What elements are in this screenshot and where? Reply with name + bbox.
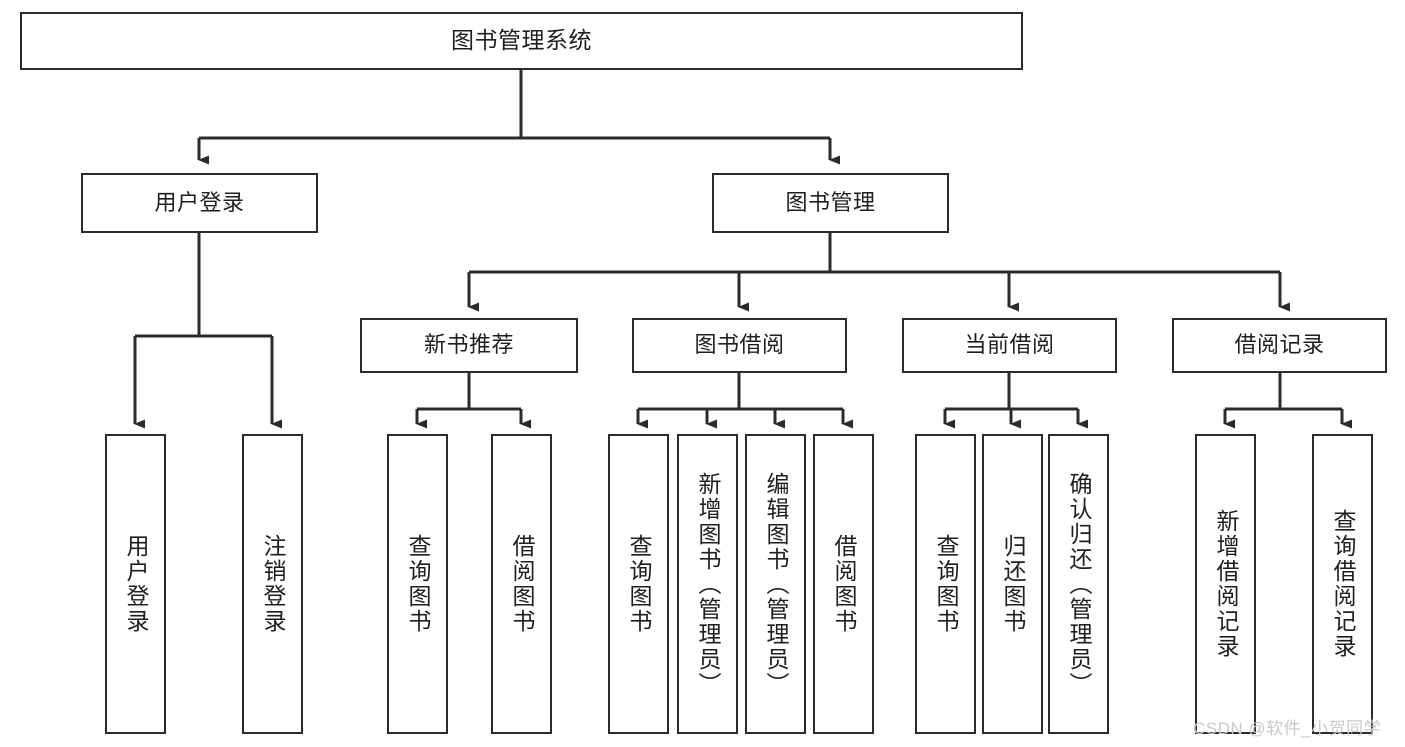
leaf-record-add-record-label: 新增借阅记录 xyxy=(1213,509,1239,659)
leaf-current-query-book-label: 查询图书 xyxy=(933,534,959,634)
leaf-record-add-record[interactable]: 新增借阅记录 xyxy=(1195,434,1256,734)
node-book-borrow[interactable]: 图书借阅 xyxy=(632,318,847,373)
leaf-newbook-borrow-book[interactable]: 借阅图书 xyxy=(491,434,552,734)
leaf-current-query-book[interactable]: 查询图书 xyxy=(915,434,976,734)
leaf-record-query-record-label: 查询借阅记录 xyxy=(1330,509,1356,659)
leaf-current-confirm-return-admin-label: 确认归还（管理员） xyxy=(1066,471,1092,697)
edge-root-to-level1 xyxy=(197,70,840,165)
leaf-borrow-edit-book-admin-label: 编辑图书（管理员） xyxy=(763,471,789,697)
node-root-label: 图书管理系统 xyxy=(451,27,592,54)
leaf-borrow-borrow-book[interactable]: 借阅图书 xyxy=(813,434,874,734)
edge-bookmgmt-to-level2 xyxy=(467,233,1290,312)
edge-newbook-to-leaves xyxy=(415,373,531,429)
leaf-borrow-edit-book-admin[interactable]: 编辑图书（管理员） xyxy=(745,434,806,734)
leaf-borrow-query-book[interactable]: 查询图书 xyxy=(608,434,669,734)
node-book-management[interactable]: 图书管理 xyxy=(712,173,949,233)
edge-login-to-leaves xyxy=(133,233,282,429)
node-borrow-record[interactable]: 借阅记录 xyxy=(1172,318,1387,373)
leaf-record-query-record[interactable]: 查询借阅记录 xyxy=(1312,434,1373,734)
node-borrow-record-label: 借阅记录 xyxy=(1234,332,1325,358)
edge-current-to-leaves xyxy=(943,373,1088,429)
node-new-book-recommend[interactable]: 新书推荐 xyxy=(360,318,578,373)
leaf-user-login[interactable]: 用户登录 xyxy=(105,434,166,734)
leaf-newbook-query-book[interactable]: 查询图书 xyxy=(387,434,448,734)
edge-record-to-leaves xyxy=(1223,373,1352,429)
leaf-current-return-book[interactable]: 归还图书 xyxy=(982,434,1043,734)
node-user-login-label: 用户登录 xyxy=(154,189,245,215)
leaf-newbook-borrow-book-label: 借阅图书 xyxy=(509,534,535,634)
node-user-login[interactable]: 用户登录 xyxy=(81,173,318,233)
leaf-logout-login-label: 注销登录 xyxy=(260,534,286,634)
leaf-borrow-add-book-admin-label: 新增图书（管理员） xyxy=(695,471,721,697)
node-root[interactable]: 图书管理系统 xyxy=(20,12,1023,70)
leaf-newbook-query-book-label: 查询图书 xyxy=(405,534,431,634)
node-new-book-recommend-label: 新书推荐 xyxy=(423,332,514,358)
leaf-borrow-borrow-book-label: 借阅图书 xyxy=(831,534,857,634)
node-current-borrow[interactable]: 当前借阅 xyxy=(902,318,1117,373)
leaf-user-login-label: 用户登录 xyxy=(123,534,149,634)
leaf-current-return-book-label: 归还图书 xyxy=(1000,534,1026,634)
node-book-borrow-label: 图书借阅 xyxy=(694,332,785,358)
edge-borrow-to-leaves xyxy=(636,373,853,429)
leaf-borrow-query-book-label: 查询图书 xyxy=(626,534,652,634)
leaf-borrow-add-book-admin[interactable]: 新增图书（管理员） xyxy=(677,434,738,734)
leaf-logout-login[interactable]: 注销登录 xyxy=(242,434,303,734)
node-current-borrow-label: 当前借阅 xyxy=(964,332,1055,358)
leaf-current-confirm-return-admin[interactable]: 确认归还（管理员） xyxy=(1048,434,1109,734)
node-book-management-label: 图书管理 xyxy=(785,189,876,215)
